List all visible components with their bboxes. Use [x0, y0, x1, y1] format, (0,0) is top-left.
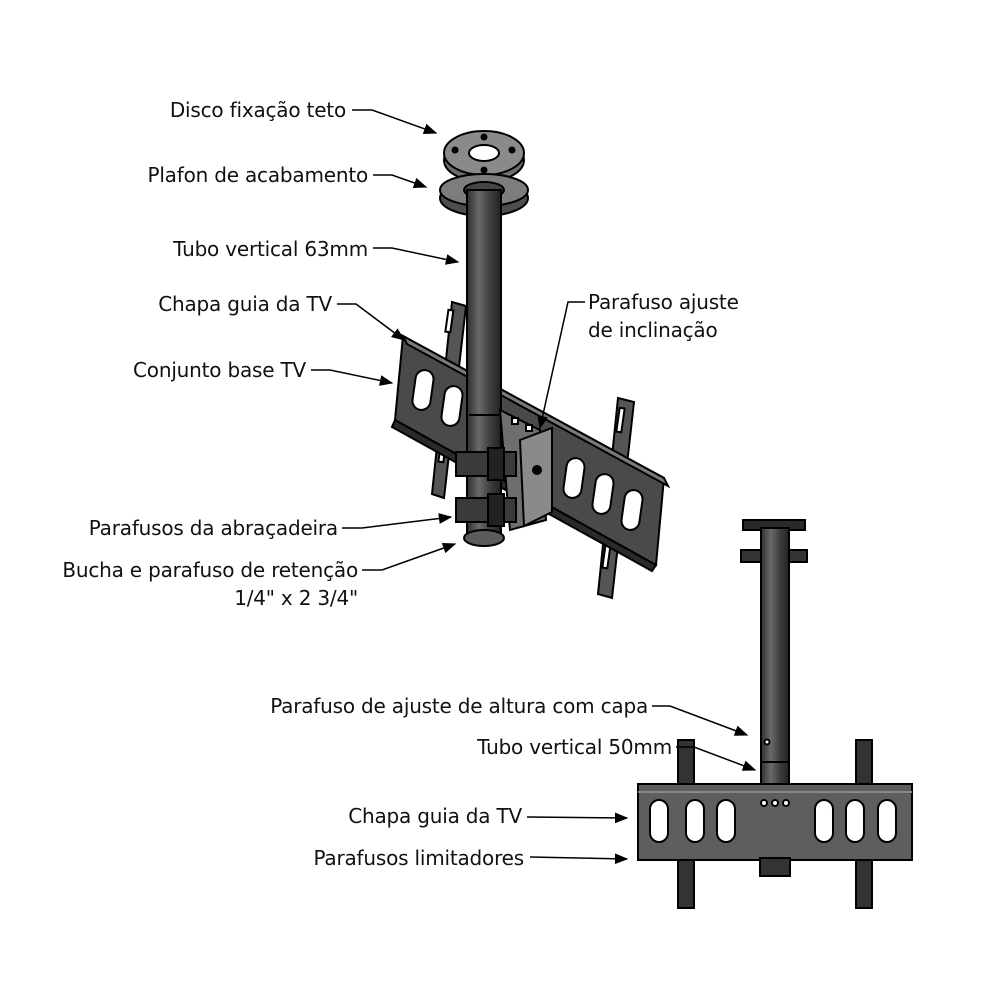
label-bushing-line1: Bucha e parafuso de retenção: [62, 558, 358, 582]
label-tilt-screw-line2: de inclinação: [588, 318, 718, 342]
leader-tv-guide-plate: [337, 303, 406, 341]
leader-tv-guide-plate-2: [526, 812, 629, 824]
label-clamp-screws: Parafusos da abraçadeira: [88, 516, 338, 540]
label-finishing-cover: Plafon de acabamento: [147, 163, 368, 187]
leader-clamp-screws: [342, 513, 453, 529]
label-tv-guide-plate: Chapa guia da TV: [158, 292, 332, 316]
vertical-tube-50-part: [760, 527, 790, 789]
bottom-mount-assembly: [637, 519, 913, 909]
bushing-part: [463, 529, 505, 547]
label-tv-base-set: Conjunto base TV: [133, 358, 306, 382]
label-limiter-screws: Parafusos limitadores: [313, 846, 524, 870]
leader-tilt-screw: [537, 301, 585, 430]
leader-height-screw: [652, 705, 749, 736]
label-ceiling-disc: Disco fixação teto: [169, 98, 346, 122]
top-mount-assembly: [390, 130, 671, 600]
label-tilt-screw-line1: Parafuso ajuste: [588, 290, 739, 314]
leader-bushing: [362, 542, 457, 571]
ceiling-disc-part: [443, 130, 525, 183]
leader-vertical-tube-63: [373, 247, 460, 265]
leader-limiter-screws: [529, 853, 629, 865]
leader-ceiling-disc: [352, 109, 438, 134]
tv-guide-plate-bottom-part: [637, 783, 913, 877]
label-bushing-line2: 1/4" x 2 3/4": [234, 586, 358, 610]
label-vertical-tube-50: Tubo vertical 50mm: [477, 735, 672, 759]
leader-finishing-cover: [373, 174, 428, 189]
leader-vertical-tube-50: [676, 746, 757, 771]
vertical-tube-63-part: [466, 189, 502, 536]
label-height-screw: Parafuso de ajuste de altura com capa: [270, 694, 648, 718]
label-vertical-tube-63: Tubo vertical 63mm: [173, 237, 368, 261]
leader-tv-base-set: [311, 369, 394, 386]
label-tv-guide-plate-2: Chapa guia da TV: [348, 804, 522, 828]
leader-lines: [311, 109, 757, 865]
clamp-part: [455, 447, 517, 527]
